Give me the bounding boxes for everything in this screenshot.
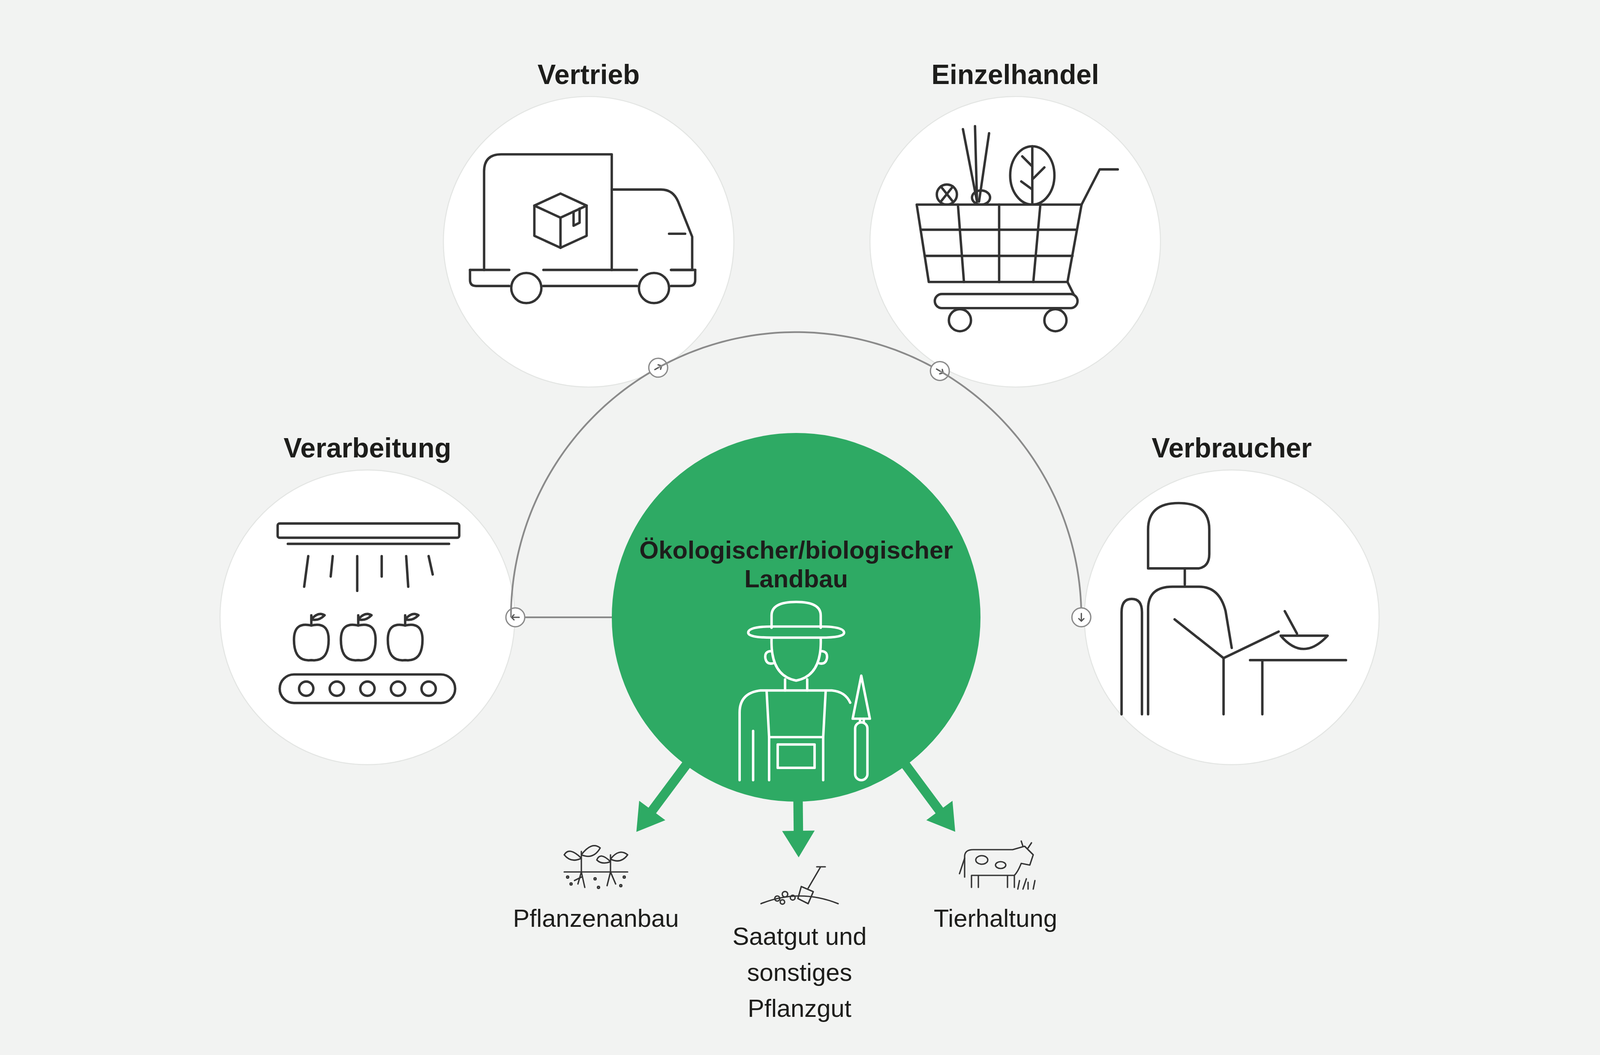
stage-circle: Verbraucher bbox=[1083, 469, 1380, 766]
core-circle: Ökologischer/biologischer Landbau bbox=[611, 433, 981, 802]
category-item: Tierhaltung bbox=[933, 836, 1058, 937]
circle-shape bbox=[611, 433, 981, 802]
arrow-head bbox=[636, 800, 666, 832]
marker-ring bbox=[1071, 607, 1091, 627]
category-arrow bbox=[649, 751, 697, 815]
marker-ring bbox=[648, 358, 668, 378]
arrow-marker bbox=[1071, 607, 1091, 627]
illustration bbox=[564, 845, 628, 889]
illustration bbox=[760, 866, 839, 905]
flow-connector bbox=[939, 370, 1091, 627]
arrow-marker bbox=[648, 358, 668, 378]
circle-shape bbox=[219, 469, 516, 766]
marker-ring bbox=[930, 361, 950, 381]
stage-heading: Vertrieb bbox=[537, 59, 640, 91]
circle-outline bbox=[612, 433, 981, 802]
flow-connector bbox=[511, 358, 668, 618]
circle-shape bbox=[1083, 469, 1380, 766]
circle-outline bbox=[443, 96, 734, 388]
category-icon bbox=[952, 836, 1039, 897]
arrow-marker bbox=[930, 361, 950, 381]
arrow-head bbox=[926, 800, 956, 832]
illustration bbox=[739, 601, 870, 781]
flow-connector bbox=[636, 751, 697, 833]
flow-connector bbox=[895, 751, 956, 832]
category-item: Pflanzenanbau bbox=[513, 836, 680, 937]
category-icon bbox=[557, 836, 635, 897]
flow-line bbox=[515, 616, 612, 619]
flow-line bbox=[658, 332, 940, 372]
circle-outline bbox=[1084, 469, 1380, 765]
category-icon bbox=[756, 862, 843, 915]
category-item: Saatgut und sonstiges Pflanzgut bbox=[718, 862, 882, 1027]
core-title: Ökologischer/biologischer Landbau bbox=[611, 535, 981, 593]
stage-circle: Vertrieb bbox=[442, 96, 735, 388]
illustration bbox=[469, 154, 695, 304]
circle-shape bbox=[869, 96, 1161, 388]
category-label: Tierhaltung bbox=[933, 900, 1058, 937]
circle-shape bbox=[442, 96, 735, 388]
flow-connector bbox=[658, 332, 950, 381]
arrow-marker bbox=[505, 607, 525, 627]
flow-line bbox=[511, 367, 659, 618]
circle-outline bbox=[219, 469, 515, 765]
flow-connector bbox=[781, 784, 815, 858]
stage-heading: Verarbeitung bbox=[283, 432, 452, 465]
illustration bbox=[916, 126, 1118, 331]
category-arrow bbox=[797, 784, 799, 837]
illustration bbox=[277, 523, 460, 704]
marker-arrow bbox=[511, 614, 520, 620]
category-label: Pflanzenanbau bbox=[513, 900, 680, 937]
category-arrow bbox=[895, 751, 943, 815]
circle-outline bbox=[869, 96, 1161, 388]
flow-line bbox=[939, 370, 1082, 618]
marker-arrow bbox=[653, 363, 664, 372]
stage-heading: Einzelhandel bbox=[931, 59, 1099, 91]
arrow-head bbox=[781, 830, 815, 858]
stage-circle: Verarbeitung bbox=[219, 469, 516, 766]
illustration bbox=[1121, 503, 1346, 715]
illustration bbox=[959, 841, 1035, 890]
stage-heading: Verbraucher bbox=[1151, 432, 1312, 465]
marker-arrow bbox=[1078, 613, 1084, 622]
category-label: Saatgut und sonstiges Pflanzgut bbox=[718, 918, 882, 1027]
stage-circle: Einzelhandel bbox=[869, 96, 1161, 388]
marker-ring bbox=[505, 607, 525, 627]
flow-connector bbox=[505, 607, 612, 627]
